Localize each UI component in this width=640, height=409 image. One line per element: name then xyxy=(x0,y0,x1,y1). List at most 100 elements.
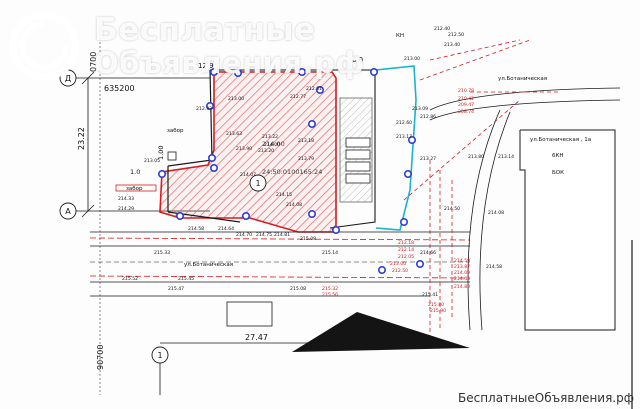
elevation-label: 214.64 xyxy=(218,226,234,232)
elevation-label: 214.29 xyxy=(118,206,134,212)
elevation-label: 214.08 xyxy=(488,210,504,216)
elevation-label: 213.18 xyxy=(298,138,314,144)
elevation-label: 212.60 xyxy=(396,120,412,126)
elevation-label: 212.18 xyxy=(398,240,414,246)
neighbour-building xyxy=(519,129,616,331)
coord-y: 635200 xyxy=(104,84,135,93)
kn-label: КН xyxy=(396,33,404,39)
elevation-label: 214.58 xyxy=(486,264,502,270)
elevation-label: 214.07 xyxy=(240,172,256,178)
elevation-label: 213.00 xyxy=(390,261,406,267)
elevation-label: 213.17 xyxy=(396,134,412,140)
elevation-label: 212.93 xyxy=(196,106,212,112)
elevation-label: 215.90 xyxy=(430,308,446,314)
dimension-horizontal: 27.47 xyxy=(245,333,268,342)
utility-lines xyxy=(403,39,560,340)
street-label-2: ул.Ботаническая , 1а xyxy=(530,137,591,143)
elevation-label: 214.00 xyxy=(264,142,280,148)
elevation-label: 214.15 xyxy=(276,192,292,198)
elevation-label: 214.81 xyxy=(274,232,290,238)
elevations-red: 210.78210.42209.47208.74212.18212.14212.… xyxy=(322,88,474,314)
elevation-label: 213.40 xyxy=(444,42,460,48)
elevation-label: 213.05 xyxy=(144,158,160,164)
elevation-label: 212.50 xyxy=(392,268,408,274)
street-label-1: ул.Ботаническая xyxy=(498,76,547,82)
elevation-label: 213.00 xyxy=(228,96,244,102)
coord-bottom: 90700 xyxy=(96,345,105,370)
elevation-label: 215.47 xyxy=(168,286,184,292)
elevation-label: 215.56 xyxy=(322,292,338,298)
elevation-label: 212.40 xyxy=(434,26,450,32)
elevation-label: 212.14 xyxy=(398,247,414,253)
elevation-label: 213.27 xyxy=(420,156,436,162)
elevation-label: 215.08 xyxy=(300,236,316,242)
elevation-label: 215.41 xyxy=(422,292,438,298)
watermark-line-1: Бесплатные xyxy=(94,12,316,48)
dimension-top: 6.0 xyxy=(352,56,363,64)
coord-top: 0700 xyxy=(89,52,98,72)
elevation-label: 213.22 xyxy=(262,134,278,140)
elevation-label: 215.33 xyxy=(154,250,170,256)
elevation-label: 215.45 xyxy=(178,276,194,282)
axis-a-label: А xyxy=(65,207,71,216)
elevation-label: 214.70 xyxy=(236,232,252,238)
elevation-label: 214.66 xyxy=(420,250,436,256)
elevation-label: 213.90 xyxy=(236,146,252,152)
elevation-label: 212.77 xyxy=(290,94,306,100)
axis-1-marker xyxy=(151,346,169,364)
elevation-label: 214.09 xyxy=(454,270,470,276)
elevation-label: 214.75 xyxy=(256,232,272,238)
street-label-3: ул.Ботаническая xyxy=(184,262,233,268)
elevation-label: 214.08 xyxy=(286,202,302,208)
elevation-label: 213.20 xyxy=(258,148,274,154)
elevation-label: 214.45 xyxy=(454,276,470,282)
fence-label-1: забор xyxy=(167,128,184,134)
elevation-label: 209.47 xyxy=(458,102,474,108)
elevation-label: 212.05 xyxy=(398,254,414,260)
cadastre-number: 24:50:0100165:24 xyxy=(262,168,322,176)
watermark-line-2: Объявления.рф xyxy=(94,46,365,80)
elevation-label: 214.33 xyxy=(118,196,134,202)
axis-1-label: 1 xyxy=(157,351,162,360)
axis-a-marker xyxy=(59,202,77,220)
elevation-label: 212.86 xyxy=(420,114,436,120)
plot-area: 214.00 xyxy=(262,140,285,148)
dimension-vertical: 23.22 xyxy=(77,127,86,150)
plot-number: 1 xyxy=(256,179,261,188)
elevation-label: 213.14 xyxy=(498,154,514,160)
cyan-boundary xyxy=(375,65,417,231)
elevation-label: 208.74 xyxy=(458,109,474,115)
survey-points xyxy=(158,68,424,274)
elevation-label: 214.58 xyxy=(188,226,204,232)
elevation-label: 215.08 xyxy=(290,286,306,292)
ground-mark xyxy=(292,312,470,352)
dimension-small-1: 1.0 xyxy=(130,168,140,176)
elevation-label: 214.80 xyxy=(454,284,470,290)
plot-number-circle xyxy=(249,174,267,192)
elevation-label: 214.59 xyxy=(454,258,470,264)
axis-d-label: Д xyxy=(65,74,71,83)
elevation-label: 212.50 xyxy=(448,32,464,38)
elevation-label: 215.14 xyxy=(322,250,338,256)
elevation-label: 213.80 xyxy=(468,154,484,160)
elevation-label: 213.09 xyxy=(412,106,428,112)
dimension-width: 12.9 xyxy=(198,62,214,70)
kn2-label: 6КН xyxy=(552,153,564,159)
elevation-label: 215.52 xyxy=(122,276,138,282)
elevation-label: 212.81 xyxy=(306,86,322,92)
footer-watermark: БесплатныеОбъявления.рф xyxy=(458,391,634,405)
elevation-label: 215.80 xyxy=(428,302,444,308)
elevation-label: 213.87 xyxy=(454,264,470,270)
elevation-label: 213.00 xyxy=(404,56,420,62)
elevation-label: 213.63 xyxy=(226,131,242,137)
bok-label: БОК xyxy=(552,170,564,176)
elevation-label: 210.42 xyxy=(458,96,474,102)
fence-label-2: забор xyxy=(126,186,143,192)
watermark-logo-icon xyxy=(9,11,79,81)
dimension-small-2: 1.00 xyxy=(157,146,165,160)
elevation-label: 215.32 xyxy=(322,286,338,292)
elevation-label: 214.50 xyxy=(444,206,460,212)
